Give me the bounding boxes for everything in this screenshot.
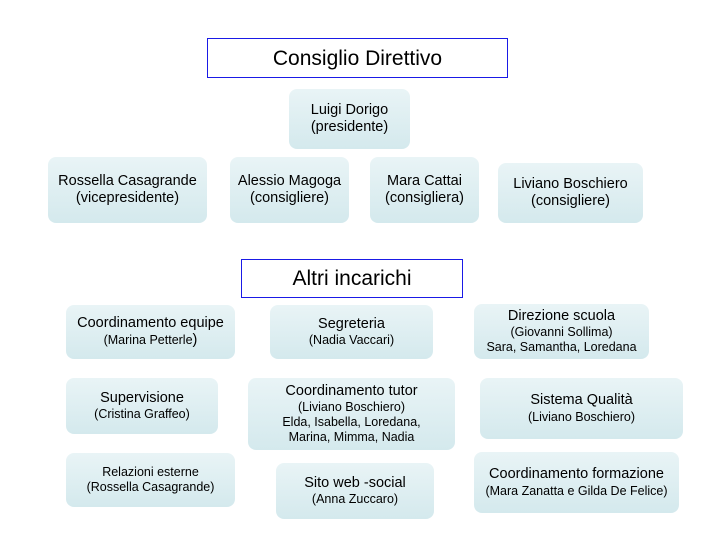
assignment-person: (Anna Zuccaro) (311, 492, 399, 507)
member-role: (consigliera) (385, 190, 464, 206)
assignment-team: Marina, Mimma, Nadia (288, 430, 415, 445)
assignment-title: Segreteria (318, 315, 385, 332)
president-name: Luigi Dorigo (310, 101, 389, 118)
president-role: (presidente) (310, 119, 389, 135)
sistema-qualita-box: Sistema Qualità (Liviano Boschiero) (480, 378, 683, 439)
assignment-person: (Rossella Casagrande) (86, 480, 215, 494)
assignment-person: (Giovanni Sollima) (510, 325, 613, 340)
relazioni-esterne-box: Relazioni esterne (Rossella Casagrande) (66, 453, 235, 507)
assignment-team: Elda, Isabella, Loredana, (282, 415, 421, 430)
assignment-person: (Liviano Boschiero) (298, 400, 405, 415)
assignment-team: Sara, Samantha, Loredana (486, 340, 637, 355)
member-box-boschiero: Liviano Boschiero (consigliere) (498, 163, 643, 223)
member-name: Alessio Magoga (237, 172, 342, 189)
segreteria-box: Segreteria (Nadia Vaccari) (270, 305, 433, 359)
board-title-text: Consiglio Direttivo (272, 46, 443, 70)
assignment-title: Supervisione (100, 389, 184, 406)
assignments-title-text: Altri incarichi (292, 267, 412, 290)
assignment-person: (Nadia Vaccari) (308, 333, 395, 348)
member-role: (consigliere) (250, 190, 329, 206)
member-role: (vicepresidente) (75, 190, 180, 206)
coordinamento-equipe-box: Coordinamento equipe (Marina Petterle) (66, 305, 235, 359)
direzione-scuola-box: Direzione scuola (Giovanni Sollima) Sara… (474, 304, 649, 359)
assignment-title: Coordinamento tutor (285, 382, 418, 399)
president-box: Luigi Dorigo (presidente) (289, 89, 410, 149)
supervisione-box: Supervisione (Cristina Graffeo) (66, 378, 218, 434)
member-box-vicepresident: Rossella Casagrande (vicepresidente) (48, 157, 207, 223)
member-name: Rossella Casagrande (58, 172, 197, 189)
coordinamento-tutor-box: Coordinamento tutor (Liviano Boschiero) … (248, 378, 455, 450)
coordinamento-formazione-box: Coordinamento formazione (Mara Zanatta e… (474, 452, 679, 513)
assignment-title: Coordinamento equipe (77, 314, 224, 331)
assignment-title: Sistema Qualità (530, 392, 633, 409)
assignment-person: (Mara Zanatta e Gilda De Felice) (485, 483, 668, 498)
assignments-title: Altri incarichi (241, 259, 463, 298)
assignment-title: Relazioni esterne (102, 465, 199, 479)
assignment-title: Coordinamento formazione (489, 466, 664, 483)
member-name: Mara Cattai (387, 172, 462, 189)
assignment-person: (Marina Petterle) (103, 332, 198, 348)
member-name: Liviano Boschiero (513, 175, 628, 192)
assignment-person: (Cristina Graffeo) (94, 407, 190, 422)
assignment-title: Sito web -social (304, 474, 406, 491)
assignment-person: (Liviano Boschiero) (528, 409, 635, 424)
board-title: Consiglio Direttivo (207, 38, 508, 78)
sito-web-box: Sito web -social (Anna Zuccaro) (276, 463, 434, 519)
assignment-title: Direzione scuola (507, 307, 616, 324)
member-role: (consigliere) (531, 193, 610, 209)
member-box-cattai: Mara Cattai (consigliera) (370, 157, 479, 223)
member-box-magoga: Alessio Magoga (consigliere) (230, 157, 349, 223)
